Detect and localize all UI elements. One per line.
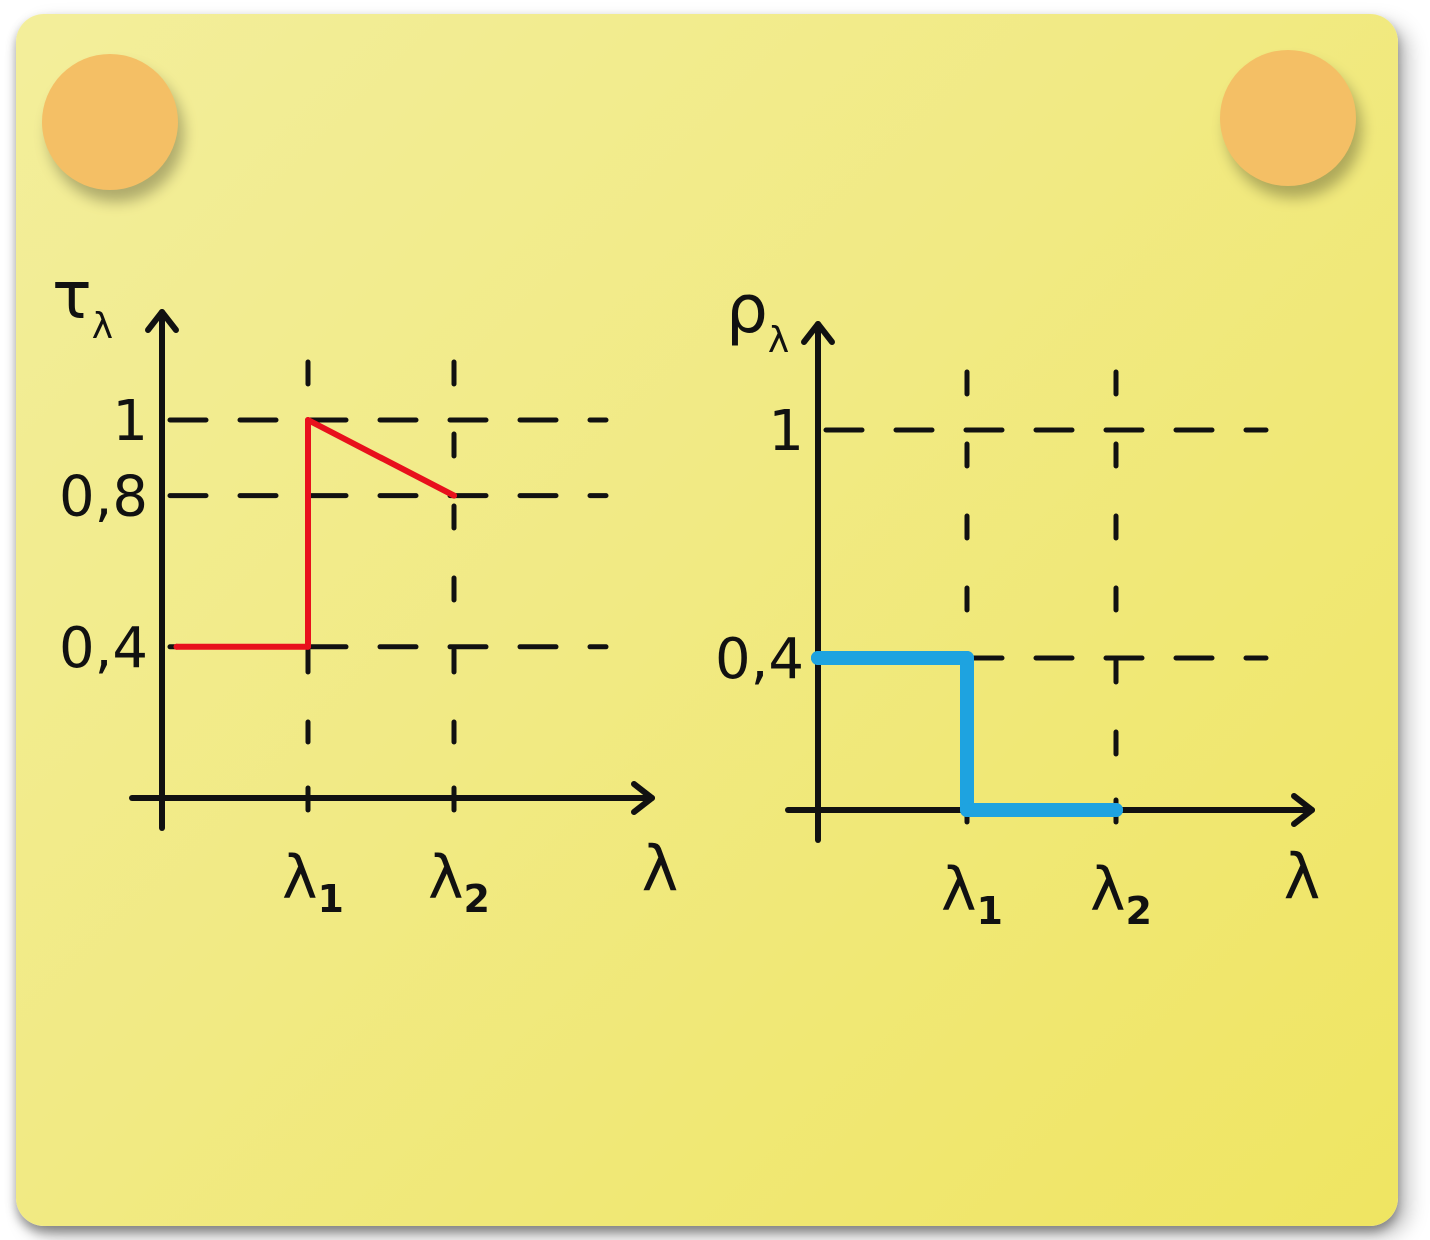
x-tick-label-1: λ2: [1090, 855, 1152, 933]
series-point-0-2: [960, 803, 974, 817]
y-axis-arrowhead: [145, 309, 179, 333]
x-tick-label-sub-0: 1: [318, 877, 344, 921]
x-tick-label-1: λ2: [428, 843, 490, 921]
series-point-0-0: [811, 651, 825, 665]
pin-right: [1220, 50, 1356, 186]
x-tick-label-sub-1: 2: [1126, 889, 1152, 933]
x-axis-arrowhead: [1291, 793, 1315, 827]
y-tick-label-2: 0,4: [59, 616, 148, 681]
y-axis-label-sub: λ: [768, 320, 789, 361]
series-line-0: [811, 651, 1123, 817]
y-tick-label-0: 1: [112, 389, 148, 454]
y-axis-arrowhead: [801, 321, 835, 345]
sticky-note: [16, 14, 1398, 1226]
series-line-0: [173, 417, 457, 650]
series-point-0-3: [451, 492, 457, 499]
series-point-0-1: [960, 651, 974, 665]
series-point-0-0: [173, 643, 180, 650]
x-tick-label-sub-1: 2: [464, 877, 490, 921]
pin-left: [42, 54, 178, 190]
series-point-0-2: [305, 417, 311, 423]
x-axis-arrowhead: [631, 781, 655, 815]
x-axis-label: λ: [1284, 840, 1321, 913]
y-tick-label-0: 1: [768, 399, 804, 464]
y-axis-label: τλ: [52, 257, 113, 347]
y-tick-label-1: 0,4: [715, 627, 804, 692]
x-tick-label-0: λ1: [282, 843, 344, 921]
y-tick-label-1: 0,8: [59, 465, 148, 530]
series-point-0-1: [305, 643, 311, 650]
x-tick-label-0: λ1: [941, 855, 1003, 933]
x-axis-label: λ: [642, 832, 679, 905]
y-axis-label: ρλ: [726, 271, 789, 361]
x-tick-label-sub-0: 1: [977, 889, 1003, 933]
series-point-0-3: [1109, 803, 1123, 817]
y-axis-label-sub: λ: [92, 306, 113, 347]
